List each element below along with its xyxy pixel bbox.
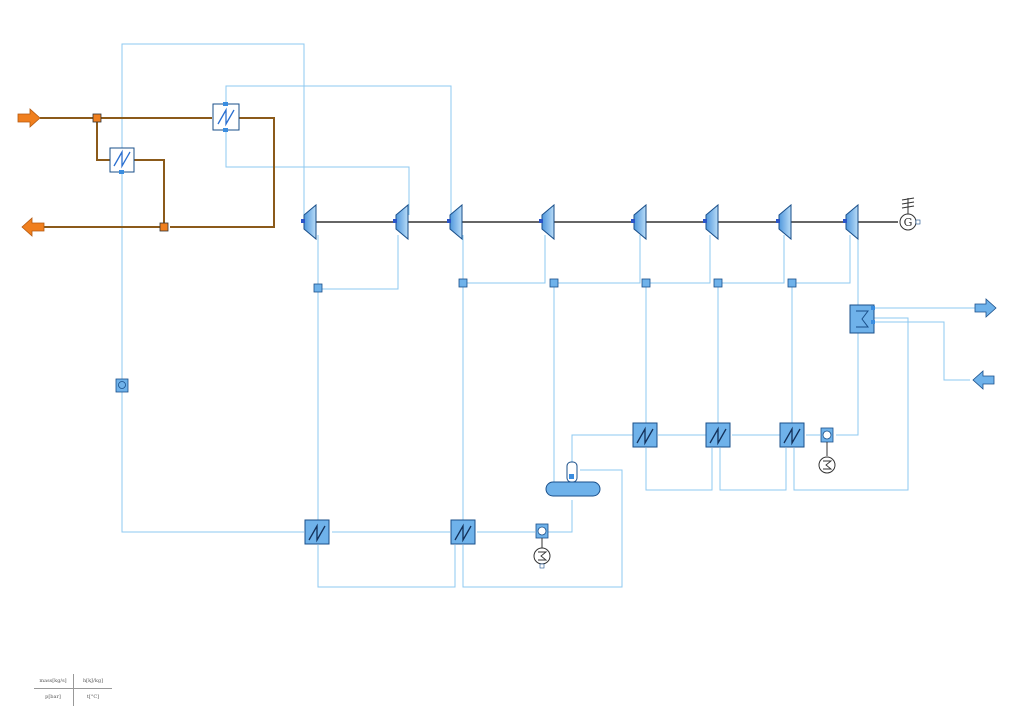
pipe-outlet-lower (874, 321, 970, 381)
legend-temperature: t[°C] (86, 694, 100, 700)
extraction-valve-6 (787, 278, 797, 288)
outlet-arrow-steam[interactable] (974, 298, 997, 318)
pipe-drop-3 (553, 283, 570, 483)
condenser[interactable] (849, 304, 875, 334)
deaerator[interactable] (545, 461, 601, 497)
pipe-bleed-1 (317, 235, 399, 290)
condensate-pump[interactable] (533, 523, 551, 569)
pipe-bleed-5 (718, 235, 785, 284)
pipe-bleed-2 (462, 235, 546, 284)
generator[interactable]: G (899, 197, 921, 231)
feedwater-pump[interactable] (818, 427, 836, 474)
pipe-bleed-4 (646, 235, 711, 284)
flue-heat-exchanger-1[interactable] (212, 102, 240, 132)
turbine-stage-2[interactable] (393, 203, 409, 241)
turbine-stage-3[interactable] (447, 203, 463, 241)
turbine-stage-5[interactable] (631, 203, 647, 241)
steam-water-pipes (121, 43, 975, 588)
flue-splitter[interactable] (92, 113, 102, 123)
lp-heater-2[interactable] (450, 519, 476, 545)
extraction-valve-5 (713, 278, 723, 288)
flue-hx1-right (170, 117, 275, 228)
turbine-stage-7[interactable] (776, 203, 792, 241)
pipe-hp-loop-3 (793, 317, 909, 491)
pipe-bleed-6 (792, 235, 851, 284)
lp-heater-1[interactable] (304, 519, 330, 545)
turbine-stage-1[interactable] (301, 203, 317, 241)
turbine-stage-8[interactable] (843, 203, 859, 241)
flue-hx2-to-mixer (134, 159, 165, 223)
pipe-da-to-hp1 (571, 434, 633, 462)
legend-enthalpy: h[kJ/kg] (82, 678, 104, 684)
hp-heater-1[interactable] (632, 422, 658, 448)
hp-heater-2[interactable] (705, 422, 731, 448)
motor-icon (533, 547, 551, 565)
pipe-bleed-3 (554, 235, 641, 284)
turbine-stage-4[interactable] (539, 203, 555, 241)
feed-pump-left[interactable] (115, 378, 129, 393)
flue-split-down (96, 118, 110, 161)
pipe-hp-loop-1 (645, 448, 713, 491)
inlet-arrow-water[interactable] (972, 370, 995, 390)
legend-pressure: p[bar] (45, 694, 61, 700)
flue-mixer[interactable] (159, 222, 169, 232)
extraction-valve-4 (641, 278, 651, 288)
legend-divider-v (73, 674, 74, 706)
generator-label: G (904, 216, 913, 229)
inlet-arrow-flue[interactable] (17, 108, 41, 128)
motor-icon (818, 456, 836, 474)
outlet-arrow-flue[interactable] (21, 217, 45, 237)
legend-table: mass[kg/s] h[kJ/kg] p[bar] t[°C] (34, 672, 114, 708)
hp-heater-3[interactable] (779, 422, 805, 448)
extraction-valve-1 (313, 283, 323, 293)
extraction-valve-2 (458, 278, 468, 288)
legend-mass: mass[kg/s] (39, 678, 67, 684)
flue-heat-exchanger-2[interactable] (109, 147, 135, 174)
pipe-lp1-loop (317, 545, 456, 588)
extraction-valves[interactable] (313, 278, 797, 293)
pipe-hx-lower (225, 117, 410, 215)
pipe-hx-top (225, 85, 452, 215)
pipe-hp-loop-2 (719, 448, 787, 491)
flue-gas-pipes (40, 117, 275, 228)
turbine-stage-6[interactable] (703, 203, 719, 241)
extraction-valve-3 (549, 278, 559, 288)
pipe-lp2-loop (462, 469, 623, 588)
pipe-pump-up (836, 333, 859, 436)
pipe-da-to-pump (545, 500, 573, 533)
pipe-main-return (121, 43, 305, 533)
